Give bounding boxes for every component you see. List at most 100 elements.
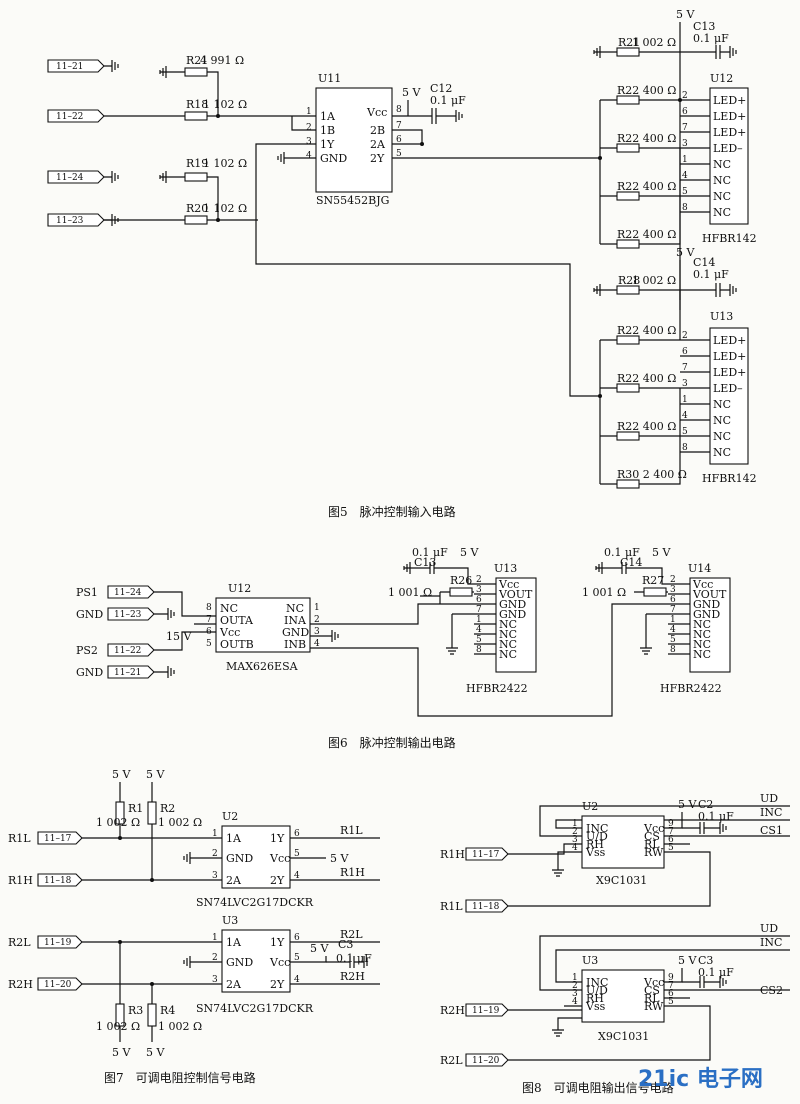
chip-pin-number: 2 — [212, 849, 218, 859]
chip-pin-label: 2A — [226, 978, 242, 991]
svg-text:11–21: 11–21 — [56, 62, 83, 72]
chip-pin-label: Vcc — [643, 822, 664, 835]
svg-text:11–17: 11–17 — [44, 834, 72, 844]
pin-label: NC — [713, 414, 731, 427]
chip-pin-number: 2 — [212, 953, 218, 963]
svg-text:R2H: R2H — [440, 1004, 465, 1017]
svg-text:R22 400 Ω: R22 400 Ω — [617, 228, 676, 241]
svg-text:R22 400 Ω: R22 400 Ω — [617, 372, 676, 385]
pin-label: LED+ — [713, 110, 746, 123]
chip-pin-number: 4 — [294, 975, 300, 985]
svg-text:3: 3 — [314, 627, 320, 637]
svg-text:U2: U2 — [582, 800, 598, 813]
svg-text:11–18: 11–18 — [472, 902, 500, 912]
pin-number: 1 — [476, 615, 482, 625]
chip-pin-number: 3 — [212, 871, 218, 881]
pin-label: LED+ — [713, 350, 746, 363]
svg-text:1 102 Ω: 1 102 Ω — [203, 98, 247, 111]
chip-pin-number: 7 — [668, 827, 674, 837]
svg-text:HFBR142: HFBR142 — [702, 232, 757, 245]
svg-text:0.1 μF: 0.1 μF — [604, 546, 640, 559]
svg-text:5 V: 5 V — [146, 1046, 165, 1059]
svg-text:C3: C3 — [698, 954, 713, 967]
svg-text:1: 1 — [314, 603, 320, 613]
pin-label: NC — [713, 158, 731, 171]
chip-pin-label: INC — [586, 976, 608, 989]
svg-text:5 V: 5 V — [112, 1046, 131, 1059]
svg-text:11–19: 11–19 — [472, 1006, 500, 1016]
pin-number: 3 — [476, 585, 482, 595]
svg-text:R2L: R2L — [440, 1054, 463, 1067]
svg-text:R22 400 Ω: R22 400 Ω — [617, 420, 676, 433]
fig5-caption: 图5 脉冲控制输入电路 — [328, 504, 456, 519]
svg-text:5 V: 5 V — [146, 768, 165, 781]
pin-number: 2 — [670, 575, 676, 585]
figure-8: UD INC U2 X9C1031 R1H 11–17 R1L 11–18 5 … — [440, 792, 790, 1095]
chip-pin-label: GND — [226, 956, 253, 969]
svg-text:8: 8 — [396, 105, 402, 115]
chip-pin-label: 2A — [226, 874, 242, 887]
chip-pin-label: CS — [644, 830, 660, 843]
chip-pin-number: 4 — [572, 843, 578, 853]
pin-number: 4 — [682, 411, 688, 421]
svg-text:CS2: CS2 — [760, 984, 783, 997]
chip-pin-number: 9 — [668, 819, 674, 829]
svg-text:1 002 Ω: 1 002 Ω — [96, 1020, 140, 1033]
svg-text:4: 4 — [314, 639, 320, 649]
pin-label: LED– — [713, 382, 743, 395]
chip-pin-label: Vcc — [269, 956, 290, 969]
pin-number: 3 — [682, 139, 688, 149]
svg-text:UD: UD — [760, 922, 778, 935]
svg-text:R4: R4 — [160, 1004, 175, 1017]
svg-text:C14: C14 — [693, 256, 715, 269]
svg-text:11–18: 11–18 — [44, 876, 72, 886]
svg-text:MAX626ESA: MAX626ESA — [226, 660, 299, 673]
svg-text:R1H: R1H — [340, 866, 365, 879]
svg-text:8: 8 — [206, 603, 212, 613]
svg-text:R22 400 Ω: R22 400 Ω — [617, 132, 676, 145]
pin-number: 6 — [476, 595, 482, 605]
svg-text:4: 4 — [306, 151, 312, 161]
chip-pin-number: 1 — [212, 933, 218, 943]
pin-number: 8 — [476, 645, 482, 655]
pin-number: 2 — [476, 575, 482, 585]
svg-text:11–20: 11–20 — [44, 980, 72, 990]
chip-pin-label: Vcc — [643, 976, 664, 989]
svg-text:4 991 Ω: 4 991 Ω — [200, 54, 244, 67]
pin-number: 5 — [682, 427, 688, 437]
chip-pin-label: RL — [644, 992, 660, 1005]
u12-max626 — [215, 597, 311, 653]
chip-pin-label: U/D — [586, 830, 608, 843]
chip-pin-number: 2 — [572, 981, 578, 991]
svg-text:1 002 Ω: 1 002 Ω — [158, 1020, 202, 1033]
svg-text:NC: NC — [286, 602, 304, 615]
svg-text:U3: U3 — [222, 914, 238, 927]
svg-text:5 V: 5 V — [678, 798, 697, 811]
svg-text:GND: GND — [76, 608, 103, 621]
svg-text:5 V: 5 V — [460, 546, 479, 559]
svg-text:GND: GND — [76, 666, 103, 679]
svg-text:INC: INC — [760, 806, 782, 819]
pin-label: NC — [499, 648, 517, 661]
pin-label: NC — [713, 190, 731, 203]
svg-text:OUTB: OUTB — [220, 638, 254, 651]
svg-text:0.1 μF: 0.1 μF — [430, 94, 466, 107]
chip-pin-number: 5 — [294, 849, 300, 859]
pin-label: GND — [499, 608, 526, 621]
watermark-logo: 21ic 电子网 — [638, 1067, 763, 1092]
svg-text:3: 3 — [306, 137, 312, 147]
svg-text:11–17: 11–17 — [472, 850, 500, 860]
svg-text:11–20: 11–20 — [472, 1056, 500, 1066]
pin-number: 5 — [476, 635, 482, 645]
svg-text:R21: R21 — [618, 36, 640, 49]
fig7-caption: 图7 可调电阻控制信号电路 — [104, 1070, 256, 1085]
svg-text:0.1 μF: 0.1 μF — [336, 952, 372, 965]
svg-text:GND: GND — [282, 626, 309, 639]
pin-label: LED+ — [713, 334, 746, 347]
pin-label: NC — [693, 638, 711, 651]
svg-text:5 V: 5 V — [402, 86, 421, 99]
pin-label: GND — [693, 608, 720, 621]
pin-label: NC — [499, 628, 517, 641]
